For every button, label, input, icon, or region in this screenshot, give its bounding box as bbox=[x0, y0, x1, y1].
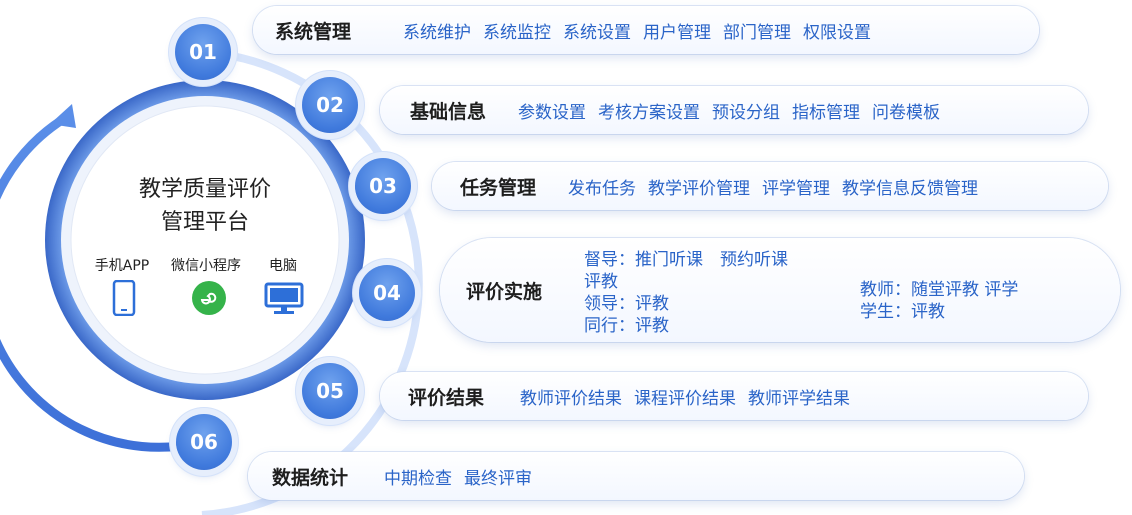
step-row-05: 评价结果 教师评价结果 课程评价结果 教师评学结果 bbox=[380, 372, 1088, 420]
step-number-04: 04 bbox=[359, 265, 415, 321]
step-item: 指标管理 bbox=[792, 102, 860, 123]
step-number-05: 05 bbox=[302, 363, 358, 419]
step-item: 系统监控 bbox=[483, 22, 551, 43]
step-item: 权限设置 bbox=[803, 22, 871, 43]
step-item: 评学管理 bbox=[762, 178, 830, 199]
step-row-06: 数据统计 中期检查 最终评审 bbox=[248, 452, 1024, 500]
step-number-02: 02 bbox=[302, 77, 358, 133]
step-item: 系统维护 bbox=[403, 22, 471, 43]
wechat-mini-program-icon bbox=[192, 281, 226, 315]
step-item: 教学评价管理 bbox=[648, 178, 750, 199]
step-04-line: 教师：随堂评教 评学 bbox=[860, 280, 1019, 300]
hub-title-line1: 教学质量评价 bbox=[138, 177, 271, 202]
arc-arrow-icon bbox=[50, 104, 76, 128]
step-number-01: 01 bbox=[175, 24, 231, 80]
step-title: 数据统计 bbox=[272, 466, 349, 489]
device-label-app: 手机APP bbox=[94, 258, 150, 274]
step-item: 系统设置 bbox=[563, 22, 631, 43]
step-04-line: 领导：评教 bbox=[584, 294, 669, 314]
step-title: 评价结果 bbox=[408, 386, 485, 409]
step-row-01: 系统管理 系统维护 系统监控 系统设置 用户管理 部门管理 权限设置 bbox=[253, 6, 1039, 54]
step-item: 教师评学结果 bbox=[748, 388, 850, 409]
outer-cycle-arc bbox=[0, 115, 207, 452]
device-label-pc: 电脑 bbox=[269, 258, 297, 274]
step-title: 系统管理 bbox=[275, 20, 352, 43]
mobile-phone-icon bbox=[112, 280, 136, 316]
device-label-miniprogram: 微信小程序 bbox=[171, 258, 241, 274]
step-item: 考核方案设置 bbox=[598, 102, 700, 123]
hub-title-line2: 管理平台 bbox=[160, 210, 249, 235]
step-item: 预设分组 bbox=[712, 102, 780, 123]
step-item: 参数设置 bbox=[518, 102, 586, 123]
step-title: 基础信息 bbox=[410, 100, 487, 123]
desktop-computer-icon bbox=[264, 282, 304, 314]
step-number-03: 03 bbox=[355, 158, 411, 214]
step-04-line: 督导：推门听课 预约听课 bbox=[584, 250, 788, 270]
step-item: 中期检查 bbox=[384, 468, 452, 489]
step-04-line: 学生：评教 bbox=[860, 302, 945, 322]
step-item: 部门管理 bbox=[723, 22, 791, 43]
step-row-02: 基础信息 参数设置 考核方案设置 预设分组 指标管理 问卷模板 bbox=[380, 86, 1088, 134]
step-item: 教学信息反馈管理 bbox=[842, 178, 978, 199]
step-title: 任务管理 bbox=[460, 176, 537, 199]
step-04-line: 评教 bbox=[584, 272, 618, 292]
step-item: 课程评价结果 bbox=[634, 388, 736, 409]
step-item: 问卷模板 bbox=[872, 102, 940, 123]
hub-inner-disc bbox=[70, 105, 340, 375]
step-title: 评价实施 bbox=[466, 280, 543, 303]
step-row-04: 评价实施 bbox=[440, 238, 1120, 342]
step-04-line: 同行：评教 bbox=[584, 316, 669, 336]
step-number-06: 06 bbox=[176, 414, 232, 470]
step-item: 最终评审 bbox=[464, 468, 532, 489]
step-row-03: 任务管理 发布任务 教学评价管理 评学管理 教学信息反馈管理 bbox=[432, 162, 1108, 210]
step-item: 用户管理 bbox=[643, 22, 711, 43]
step-item: 教师评价结果 bbox=[520, 388, 622, 409]
step-item: 发布任务 bbox=[568, 178, 636, 199]
